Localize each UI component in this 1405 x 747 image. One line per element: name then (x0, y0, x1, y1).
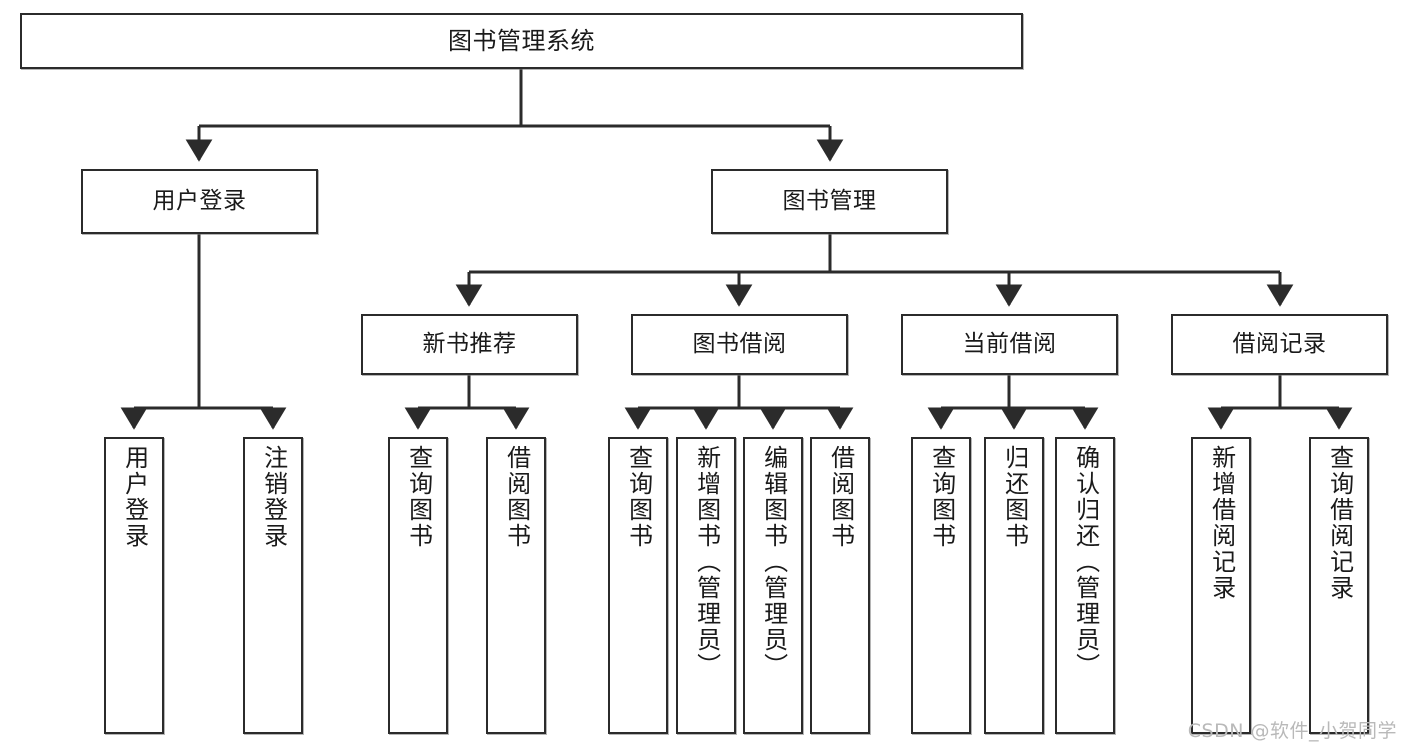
node-book-manage-label: 图书管理 (782, 187, 877, 214)
node-borrow-record[interactable]: 借阅记录 (1171, 314, 1388, 375)
leaf-add-book-label: 新增图书（管理员） (692, 445, 721, 679)
leaf-query-borrow-record[interactable]: 查询借阅记录 (1309, 437, 1369, 734)
leaf-query-book-1[interactable]: 查询图书 (388, 437, 448, 734)
node-user-login[interactable]: 用户登录 (81, 169, 318, 234)
node-book-borrow[interactable]: 图书借阅 (631, 314, 848, 375)
leaf-add-borrow-record-label: 新增借阅记录 (1207, 445, 1236, 601)
leaf-logout-label: 注销登录 (259, 445, 288, 549)
node-book-manage[interactable]: 图书管理 (711, 169, 948, 234)
node-current-borrow[interactable]: 当前借阅 (901, 314, 1118, 375)
leaf-query-book-3[interactable]: 查询图书 (911, 437, 971, 734)
leaf-add-borrow-record[interactable]: 新增借阅记录 (1191, 437, 1251, 734)
leaf-borrow-book-1[interactable]: 借阅图书 (486, 437, 546, 734)
leaf-return-book[interactable]: 归还图书 (984, 437, 1044, 734)
node-borrow-record-label: 借阅记录 (1232, 330, 1327, 357)
node-root-label: 图书管理系统 (448, 26, 595, 55)
leaf-borrow-book-2[interactable]: 借阅图书 (810, 437, 870, 734)
leaf-query-book-2-label: 查询图书 (624, 445, 653, 549)
leaf-user-login-label: 用户登录 (120, 445, 149, 549)
node-current-borrow-label: 当前借阅 (962, 330, 1057, 357)
leaf-edit-book[interactable]: 编辑图书（管理员） (743, 437, 803, 734)
leaf-logout[interactable]: 注销登录 (243, 437, 303, 734)
leaf-query-book-3-label: 查询图书 (927, 445, 956, 549)
leaf-confirm-return[interactable]: 确认归还（管理员） (1055, 437, 1115, 734)
leaf-add-book[interactable]: 新增图书（管理员） (676, 437, 736, 734)
node-book-borrow-label: 图书借阅 (692, 330, 787, 357)
leaf-return-book-label: 归还图书 (1000, 445, 1029, 549)
watermark: CSDN @软件_小贺同学 (1187, 720, 1397, 742)
node-new-book-recommend[interactable]: 新书推荐 (361, 314, 578, 375)
leaf-query-borrow-record-label: 查询借阅记录 (1325, 445, 1354, 601)
node-new-book-recommend-label: 新书推荐 (422, 330, 517, 357)
leaf-user-login[interactable]: 用户登录 (104, 437, 164, 734)
leaf-query-book-2[interactable]: 查询图书 (608, 437, 668, 734)
leaf-confirm-return-label: 确认归还（管理员） (1071, 445, 1100, 679)
leaf-borrow-book-2-label: 借阅图书 (826, 445, 855, 549)
leaf-query-book-1-label: 查询图书 (404, 445, 433, 549)
leaf-borrow-book-1-label: 借阅图书 (502, 445, 531, 549)
leaf-edit-book-label: 编辑图书（管理员） (759, 445, 788, 679)
node-user-login-label: 用户登录 (152, 187, 247, 214)
node-root[interactable]: 图书管理系统 (20, 13, 1023, 69)
